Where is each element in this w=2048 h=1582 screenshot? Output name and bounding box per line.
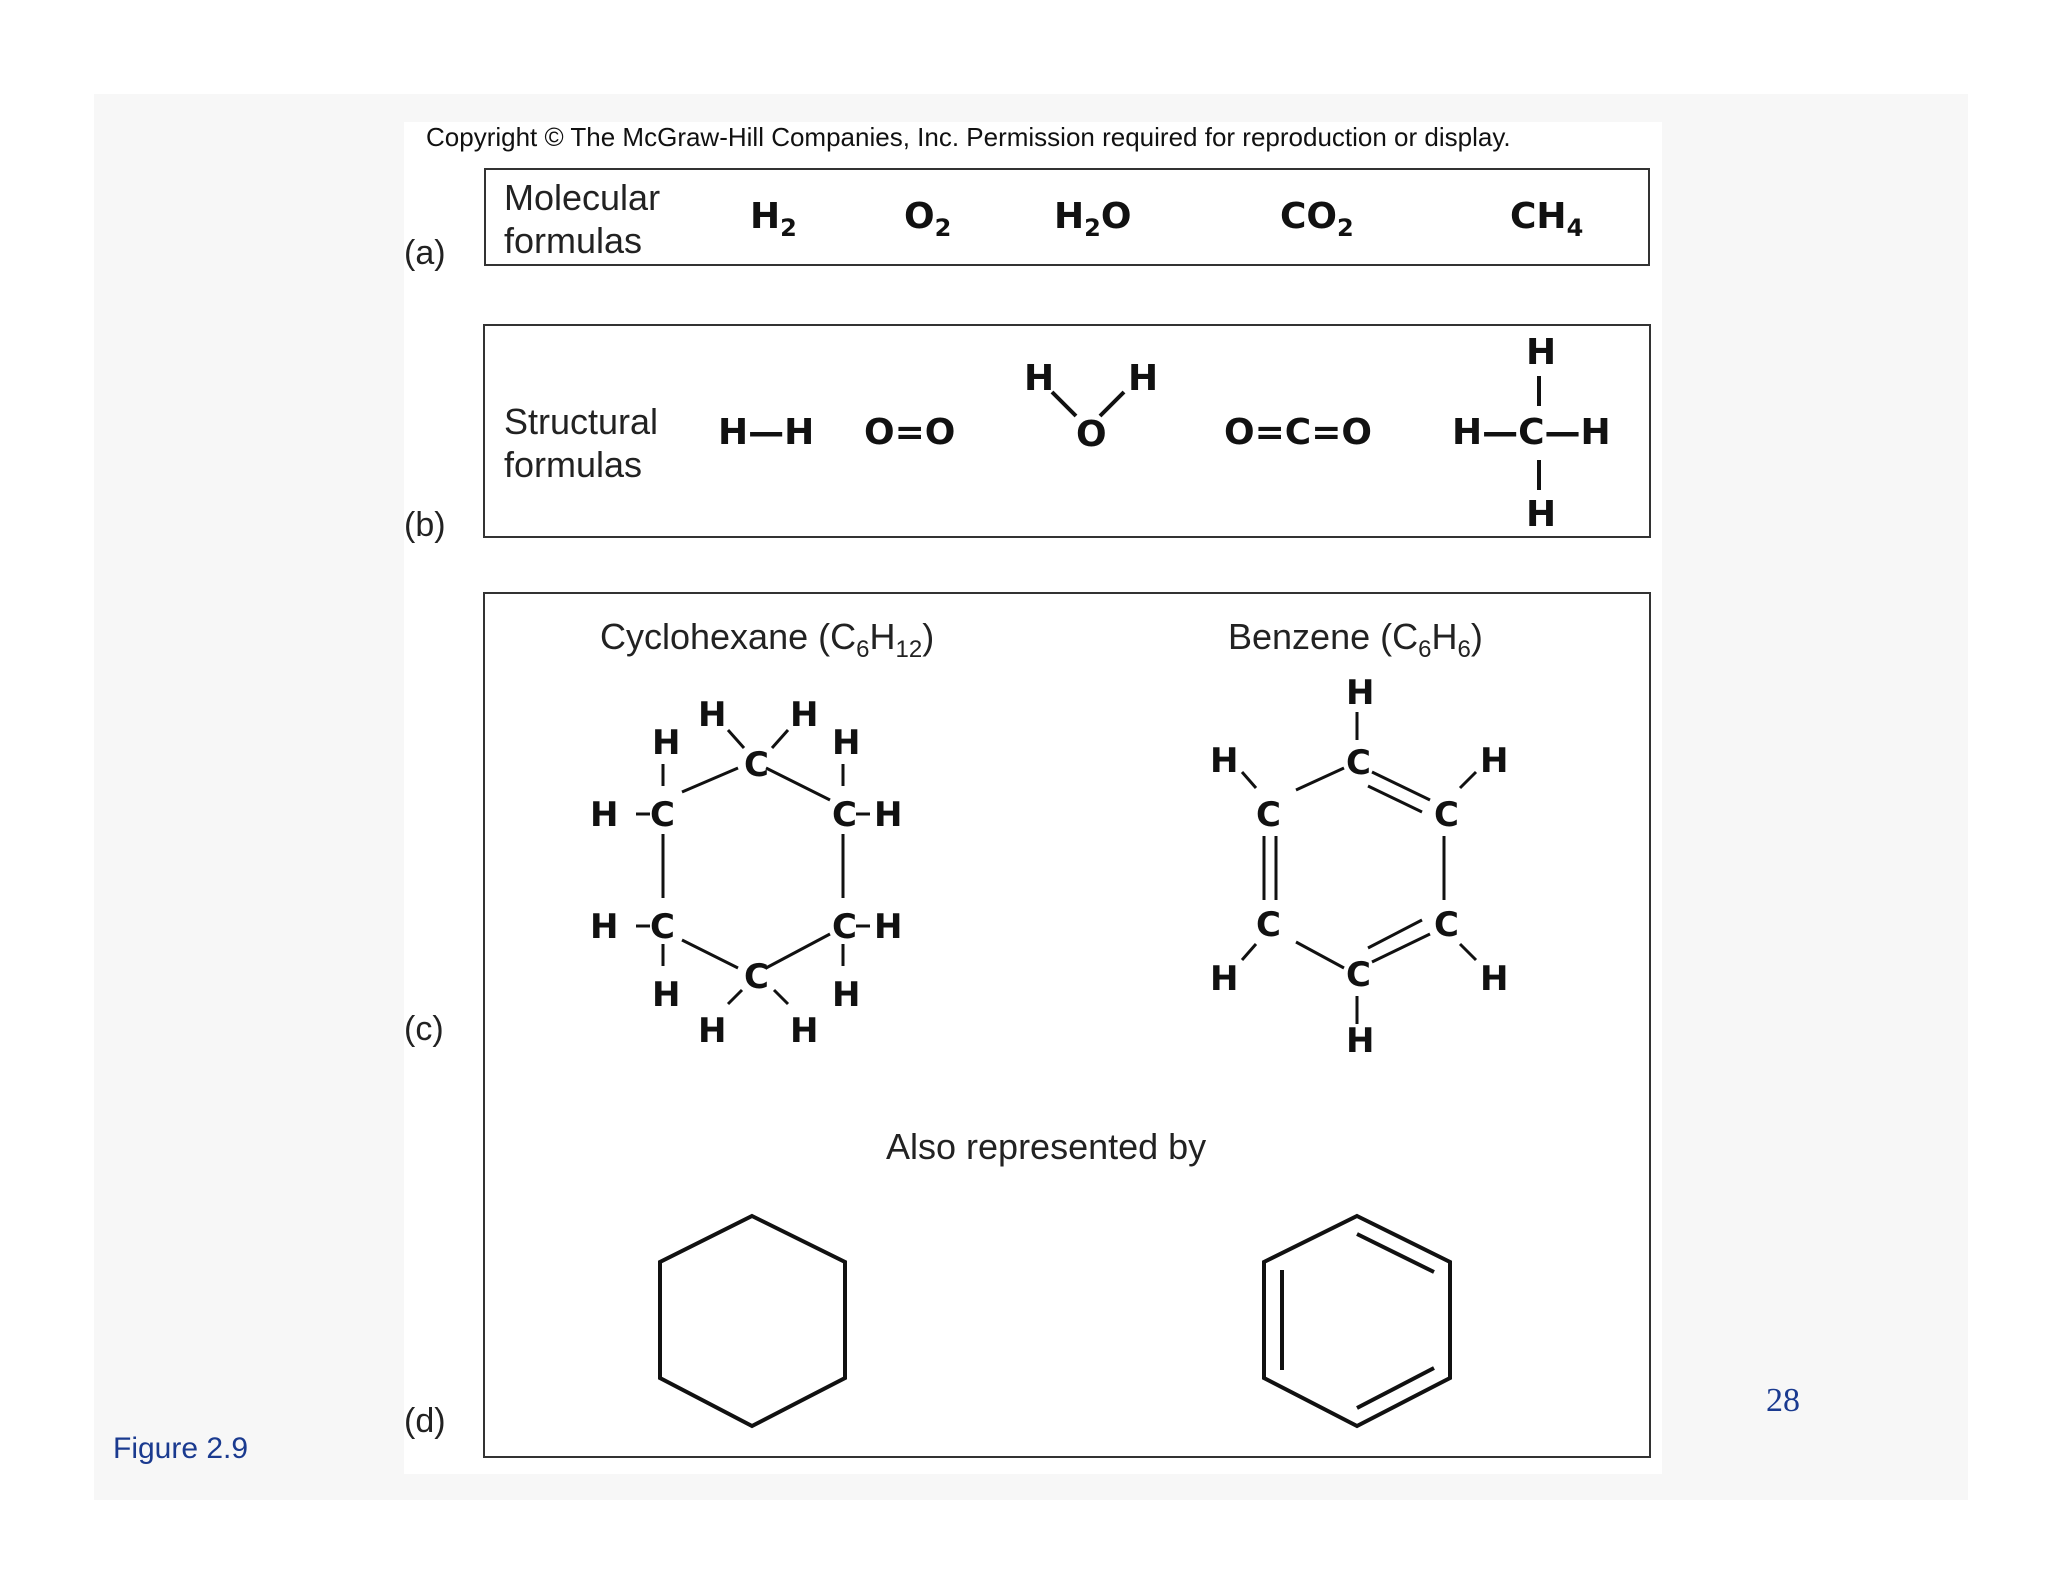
formula-ch4: CH4 xyxy=(1510,196,1584,242)
label-line-1: Molecular xyxy=(504,177,661,218)
molecular-formulas-label: Molecular formulas xyxy=(504,176,660,262)
molecular-formulas-box xyxy=(484,168,1650,266)
label-line-2: formulas xyxy=(504,444,643,485)
figure-caption: Figure 2.9 xyxy=(113,1432,249,1465)
formula-co2: CO2 xyxy=(1280,196,1354,242)
part-label-b: (b) xyxy=(404,506,446,544)
part-label-c: (c) xyxy=(404,1010,444,1048)
copyright-notice: Copyright © The McGraw-Hill Companies, I… xyxy=(426,122,1511,152)
formula-h2: H2 xyxy=(750,196,797,242)
methane-h-top: H xyxy=(1526,332,1557,373)
structure-o2: O=O xyxy=(864,412,956,453)
formula-o2: O2 xyxy=(904,196,952,242)
methane-h-bottom: H xyxy=(1526,494,1557,535)
label-line-2: formulas xyxy=(504,220,643,261)
structural-formulas-box xyxy=(483,324,1651,538)
part-label-d: (d) xyxy=(404,1402,446,1440)
methane-row: H—C—H xyxy=(1452,412,1611,453)
structure-h2: H—H xyxy=(718,412,815,453)
water-h-left: H xyxy=(1024,358,1055,399)
also-represented-label: Also represented by xyxy=(886,1126,1207,1167)
water-h-right: H xyxy=(1128,358,1159,399)
water-o: O xyxy=(1076,414,1107,455)
benzene-title: Benzene (C6H6) xyxy=(1228,616,1483,663)
part-label-a: (a) xyxy=(404,234,446,272)
structural-formulas-label: Structural formulas xyxy=(504,400,658,486)
ring-structures-box xyxy=(483,592,1651,1458)
structure-co2: O=C=O xyxy=(1224,412,1372,453)
label-line-1: Structural xyxy=(504,401,659,442)
formula-h2o: H2O xyxy=(1054,196,1132,242)
cyclohexane-title: Cyclohexane (C6H12) xyxy=(600,616,935,663)
page-number: 28 xyxy=(1766,1382,1800,1419)
